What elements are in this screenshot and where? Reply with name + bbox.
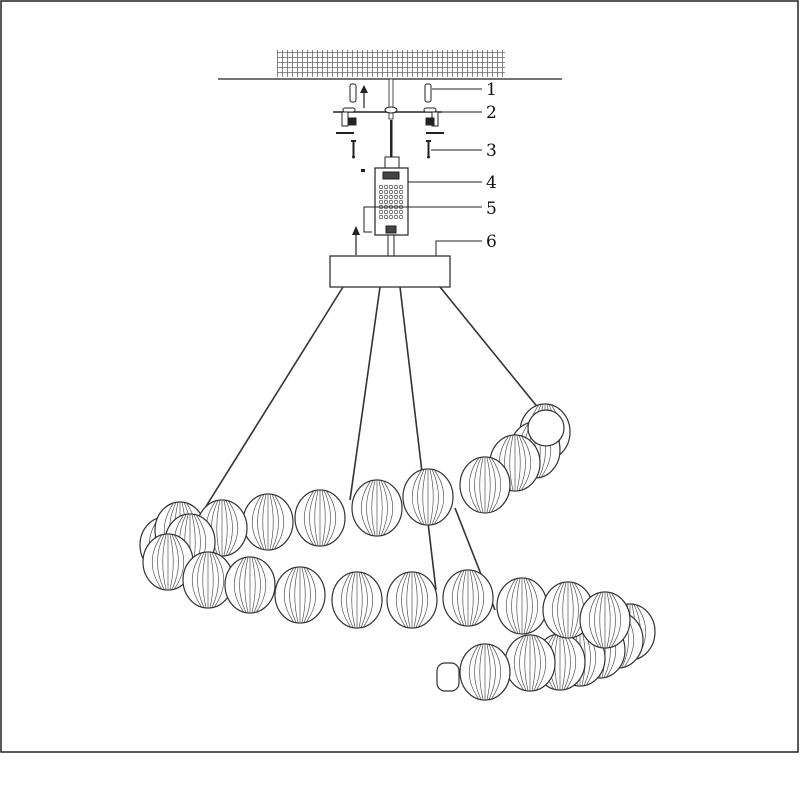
callout-label-2: 2 bbox=[486, 103, 497, 123]
glass-bead bbox=[496, 577, 548, 635]
callout-leaders bbox=[363, 88, 482, 256]
glass-bead bbox=[224, 556, 276, 614]
callout-label-1: 1 bbox=[486, 80, 497, 100]
mounting-rod bbox=[388, 78, 394, 120]
end-cap bbox=[436, 662, 460, 692]
diagram-frame bbox=[0, 0, 799, 753]
bead-spiral bbox=[139, 403, 656, 701]
top-end-cap bbox=[527, 409, 565, 447]
arrow-up-icon bbox=[352, 226, 360, 255]
cable bbox=[390, 120, 393, 160]
glass-bead bbox=[579, 591, 631, 649]
glass-bead bbox=[402, 468, 454, 526]
glass-bead bbox=[142, 533, 194, 591]
arrow-up-icon bbox=[360, 85, 368, 108]
glass-bead bbox=[331, 571, 383, 629]
wall-anchor-part-1 bbox=[349, 83, 432, 103]
callout-label-4: 4 bbox=[486, 173, 497, 193]
callout-label-3: 3 bbox=[486, 141, 497, 161]
glass-bead bbox=[386, 571, 438, 629]
glass-bead bbox=[182, 551, 234, 609]
screw-part-3 bbox=[351, 140, 431, 159]
glass-bead bbox=[274, 566, 326, 624]
glass-bead bbox=[459, 643, 511, 701]
glass-bead bbox=[294, 489, 346, 547]
led-driver-part-4 bbox=[374, 156, 409, 256]
canopy-part-6 bbox=[329, 255, 451, 288]
glass-bead bbox=[504, 634, 556, 692]
callout-label-6: 6 bbox=[486, 232, 497, 252]
glass-bead bbox=[459, 456, 511, 514]
glass-bead bbox=[351, 479, 403, 537]
ceiling-hatch bbox=[277, 50, 505, 77]
callout-label-5: 5 bbox=[486, 199, 497, 219]
glass-bead bbox=[442, 569, 494, 627]
glass-bead bbox=[242, 493, 294, 551]
small-marker bbox=[361, 169, 365, 172]
mounting-bracket-part-2 bbox=[333, 106, 444, 134]
